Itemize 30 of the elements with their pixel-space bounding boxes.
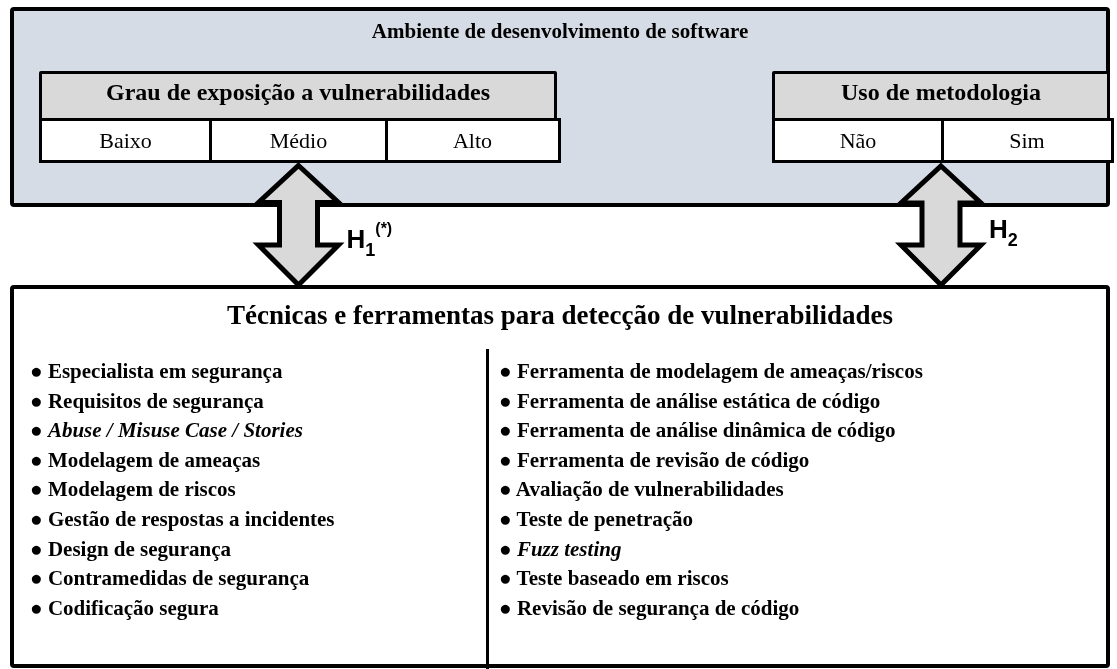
cell-text: Sim xyxy=(1008,127,1046,154)
list-item: ● Revisão de segurança de código xyxy=(499,594,801,622)
table-cell xyxy=(384,117,561,163)
cell-text: Baixo xyxy=(98,127,153,154)
list-item: ● Abuse / Misuse Case / Stories xyxy=(30,417,304,445)
table-heading: Uso de metodologia xyxy=(840,79,1042,106)
list-item: ● Ferramenta de revisão de código xyxy=(499,446,811,474)
panel-title: Técnicas e ferramentas para detecção de vulnerabilidades xyxy=(226,300,894,331)
list-item: ● Teste de penetração xyxy=(499,505,695,533)
cell-text: Alto xyxy=(451,127,494,154)
table-heading: Grau de exposição a vulnerabilidades xyxy=(104,79,491,106)
list-item: ● Ferramenta de análise dinâmica de código xyxy=(499,417,897,445)
table-cell xyxy=(940,117,1114,163)
list-item: ● Requisitos de segurança xyxy=(30,387,265,415)
list-item: ● Teste baseado em riscos xyxy=(499,565,730,593)
list-item: ● Ferramenta de análise estática de código xyxy=(499,387,882,415)
list-item: ● Avaliação de vulnerabilidades xyxy=(499,476,785,504)
list-item: ● Modelagem de ameaças xyxy=(30,446,262,474)
list-item: ● Modelagem de riscos xyxy=(30,476,237,504)
list-item: ● Codificação segura xyxy=(30,594,220,622)
list-item: ● Gestão de respostas a incidentes xyxy=(30,505,336,533)
list-item: ● Especialista em segurança xyxy=(30,358,284,385)
list-item: ● Ferramenta de modelagem de ameaças/riscos xyxy=(499,358,924,385)
list-item: ● Design de segurança xyxy=(30,535,233,563)
techniques-panel xyxy=(10,285,1110,668)
cell-text: Não xyxy=(838,127,878,154)
panel-title: Ambiente de desenvolvimento de software xyxy=(370,19,750,44)
list-item: ● Fuzz testing xyxy=(499,535,623,563)
cell-text: Médio xyxy=(268,127,329,154)
list-item: ● Contramedidas de segurança xyxy=(30,565,311,593)
